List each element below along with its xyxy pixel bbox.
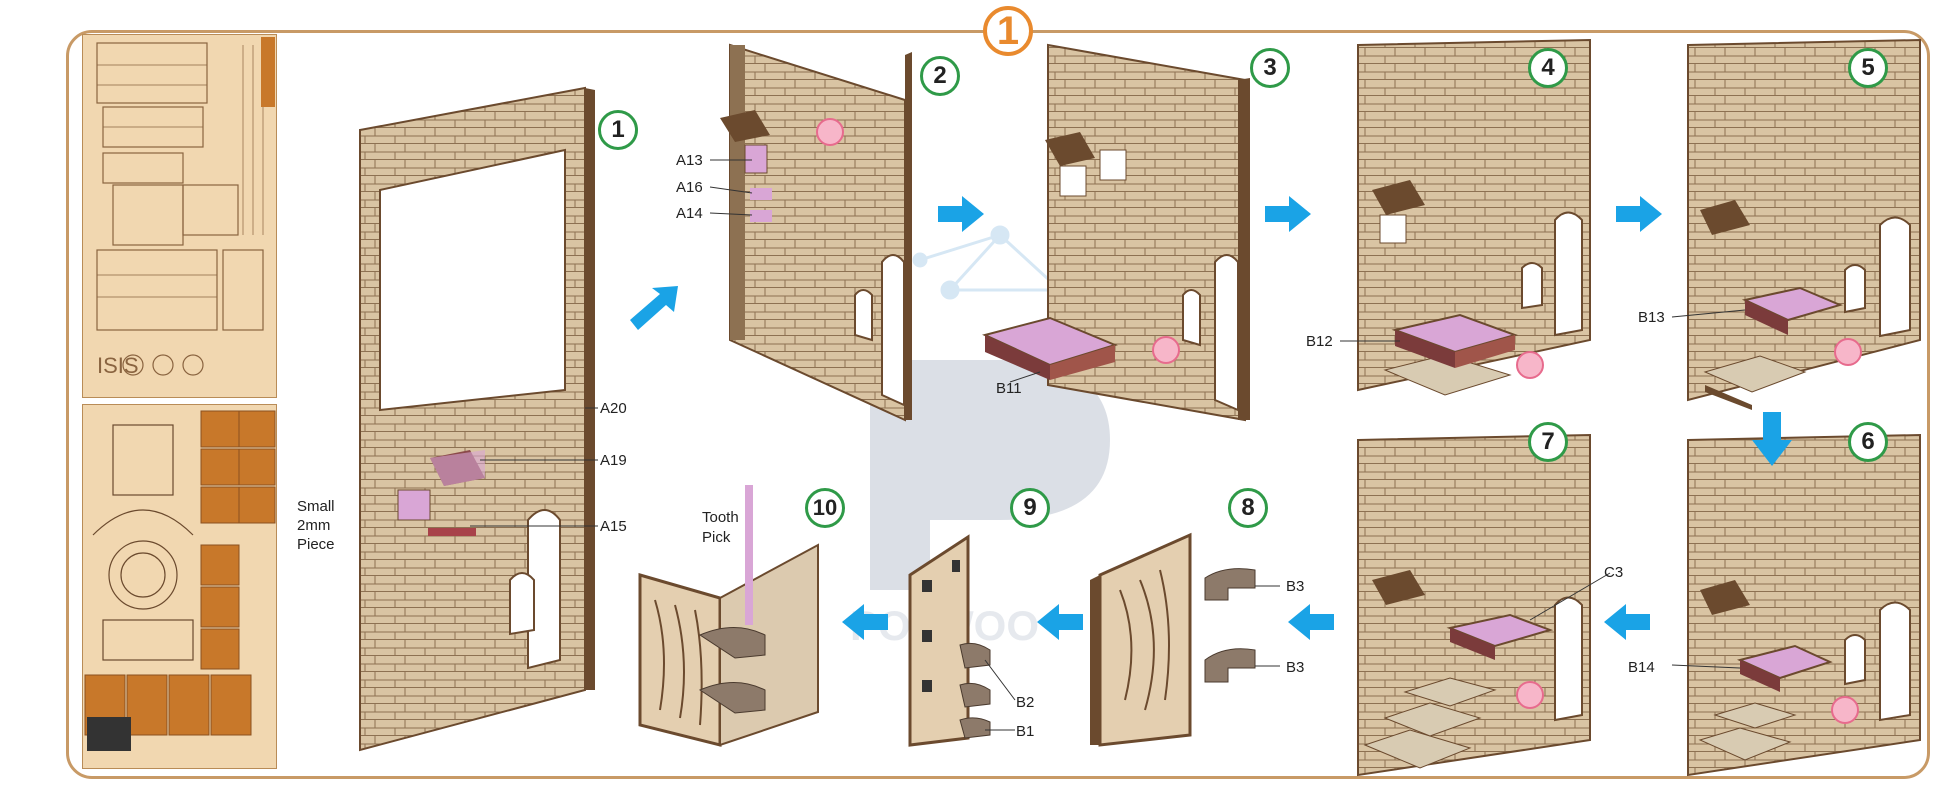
label-a13: A13: [676, 152, 703, 169]
arrow-step4-to-5: [1616, 196, 1662, 232]
label-small-piece-line1: Small: [297, 498, 335, 515]
arrow-step7-to-8: [1288, 604, 1334, 640]
parts-sheet-top-drawing: ISIS: [96, 37, 275, 378]
step-3-badge: 3: [1250, 48, 1290, 88]
label-tooth-pick: Tooth Pick: [702, 508, 739, 548]
arrow-step3-to-4: [1265, 196, 1311, 232]
arrow-step1-to-2: [630, 286, 678, 330]
label-small-piece: Small 2mm Piece: [297, 497, 335, 554]
step-5-badge: 5: [1848, 48, 1888, 88]
label-a14: A14: [676, 205, 703, 222]
label-b2: B2: [1016, 694, 1035, 711]
step-9-badge: 9: [1010, 488, 1050, 528]
step5-wall: [1687, 38, 1921, 410]
leader-lines: [470, 159, 1746, 731]
label-b14: B14: [1628, 659, 1655, 676]
step-2-badge: 2: [920, 56, 960, 96]
label-a20: A20: [600, 400, 627, 417]
svg-text:ISIS: ISIS: [97, 353, 139, 378]
step2-wall: [720, 43, 912, 422]
parts-sheet-top: ISIS: [82, 34, 277, 398]
step-6-badge: 6: [1848, 422, 1888, 462]
label-a16: A16: [676, 179, 703, 196]
label-b13: B13: [1638, 309, 1665, 326]
arrow-step5-to-6: [1752, 412, 1792, 466]
arrow-step8-to-9: [1037, 604, 1083, 640]
step-1-badge: 1: [598, 110, 638, 150]
arrow-step9-to-10: [842, 604, 888, 640]
step9-door: [908, 534, 991, 747]
arrow-step6-to-7: [1604, 604, 1650, 640]
label-small-piece-line2: 2mm: [297, 517, 331, 534]
label-b1: B1: [1016, 723, 1035, 740]
label-small-piece-line3: Piece: [297, 536, 335, 553]
label-b3-bottom: B3: [1286, 659, 1305, 676]
step-10-badge: 10: [805, 488, 845, 528]
label-a19: A19: [600, 452, 627, 469]
step7-wall: [1357, 433, 1591, 777]
step-8-badge: 8: [1228, 488, 1268, 528]
label-b12: B12: [1306, 333, 1333, 350]
step6-wall: [1687, 433, 1921, 777]
section-badge: 1: [983, 6, 1033, 56]
parts-sheet-bottom-drawing: [84, 410, 276, 751]
label-tooth-pick-line2: Pick: [702, 529, 731, 546]
arrow-step2-to-3: [938, 196, 984, 232]
step-4-badge: 4: [1528, 48, 1568, 88]
label-tooth-pick-line1: Tooth: [702, 509, 739, 526]
step1-wall: [359, 86, 595, 752]
step10-door: [638, 485, 819, 747]
step4-wall: [1357, 38, 1591, 396]
step-7-badge: 7: [1528, 422, 1568, 462]
label-b3-top: B3: [1286, 578, 1305, 595]
label-b11: B11: [996, 380, 1022, 397]
parts-sheet-bottom: [82, 404, 277, 769]
label-c3: C3: [1604, 564, 1624, 581]
label-a15: A15: [600, 518, 627, 535]
step8-door: [1090, 532, 1256, 747]
step3-wall: [982, 43, 1250, 422]
